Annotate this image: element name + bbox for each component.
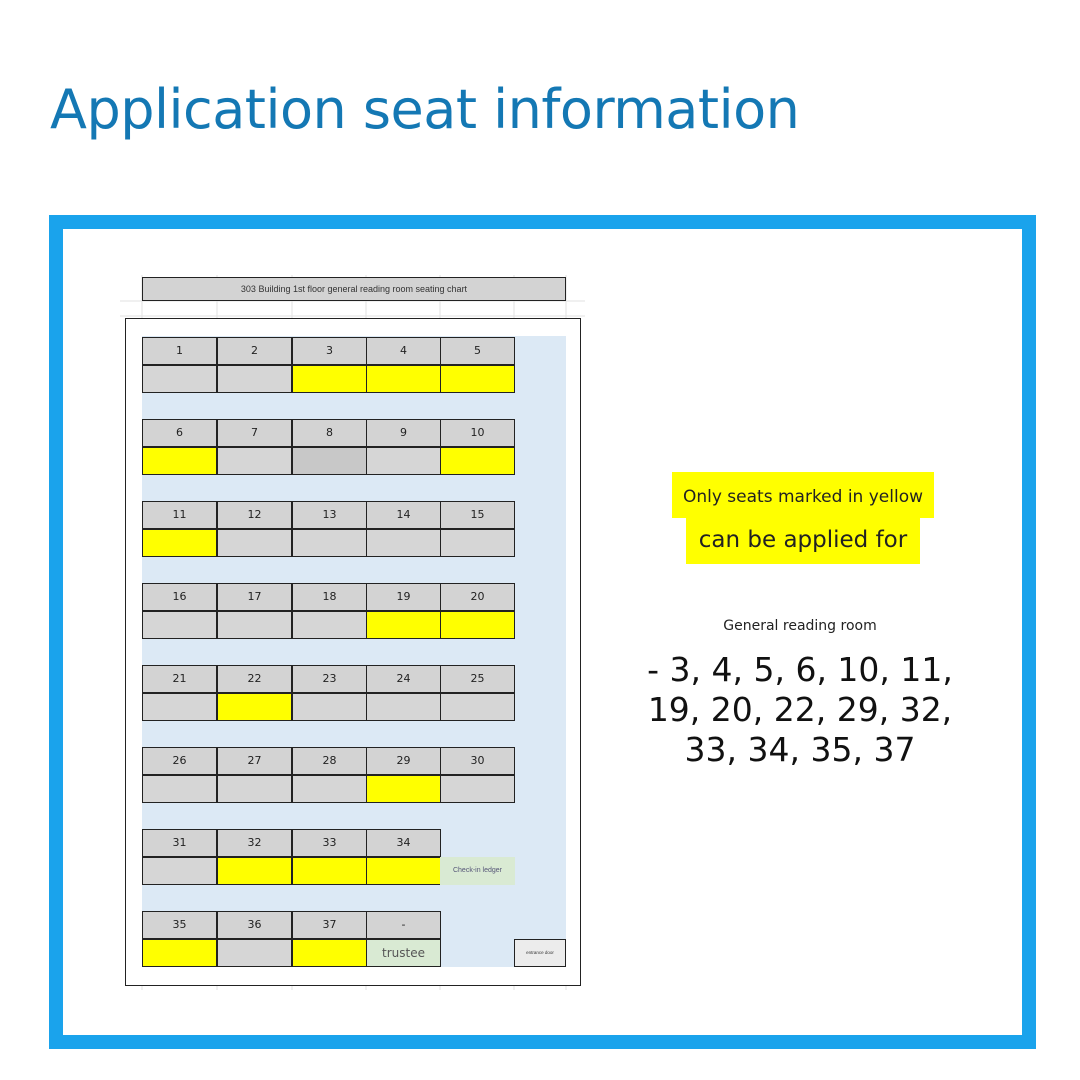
seat-17-unavailable — [217, 611, 292, 639]
seat-30-unavailable — [440, 775, 515, 803]
seat-number-25: 25 — [440, 665, 515, 693]
seat-list-line: 33, 34, 35, 37 — [684, 730, 916, 769]
seat-number-21: 21 — [142, 665, 217, 693]
seat-number-6: 6 — [142, 419, 217, 447]
seat-26-unavailable — [142, 775, 217, 803]
seat-20-available[interactable] — [440, 611, 515, 639]
seat-23-unavailable — [292, 693, 367, 721]
seat-number-9: 9 — [366, 419, 441, 447]
seat-22-available[interactable] — [217, 693, 292, 721]
seat-list-line: - 3, 4, 5, 6, 10, 11, — [647, 650, 953, 689]
seat-9-unavailable — [366, 447, 441, 475]
room-label: General reading room — [723, 618, 877, 634]
seat-number-33: 33 — [292, 829, 367, 857]
seat-1-unavailable — [142, 365, 217, 393]
seat-number-15: 15 — [440, 501, 515, 529]
seat-number-22: 22 — [217, 665, 292, 693]
seat-number-13: 13 — [292, 501, 367, 529]
seat-number-30: 30 — [440, 747, 515, 775]
yellow-note-line2: can be applied for — [686, 518, 920, 564]
seat-number-37: 37 — [292, 911, 367, 939]
seat-number-12: 12 — [217, 501, 292, 529]
seating-chart-title: 303 Building 1st floor general reading r… — [142, 277, 566, 301]
seating-chart: 303 Building 1st floor general reading r… — [120, 275, 585, 990]
seat-number-35: 35 — [142, 911, 217, 939]
seat-number-18: 18 — [292, 583, 367, 611]
seat-number-7: 7 — [217, 419, 292, 447]
seat-number-27: 27 — [217, 747, 292, 775]
seat-number-5: 5 — [440, 337, 515, 365]
seat-12-unavailable — [217, 529, 292, 557]
seat-6-available[interactable] — [142, 447, 217, 475]
seat-number-24: 24 — [366, 665, 441, 693]
seat-18-unavailable — [292, 611, 367, 639]
seat-15-unavailable — [440, 529, 515, 557]
seat-number-2: 2 — [217, 337, 292, 365]
seat-number-20: 20 — [440, 583, 515, 611]
seat-7-unavailable — [217, 447, 292, 475]
seat-number-8: 8 — [292, 419, 367, 447]
seat-number-32: 32 — [217, 829, 292, 857]
seat-number-3: 3 — [292, 337, 367, 365]
seat-number-11: 11 — [142, 501, 217, 529]
seat-27-unavailable — [217, 775, 292, 803]
seat-14-unavailable — [366, 529, 441, 557]
seat-24-unavailable — [366, 693, 441, 721]
seat-34-available[interactable] — [366, 857, 441, 885]
seat-31-unavailable — [142, 857, 217, 885]
seat-number-14: 14 — [366, 501, 441, 529]
seat-number-trustee: - — [366, 911, 441, 939]
seat-number-34: 34 — [366, 829, 441, 857]
seat-number-28: 28 — [292, 747, 367, 775]
seat-16-unavailable — [142, 611, 217, 639]
seat-number-4: 4 — [366, 337, 441, 365]
seat-36-unavailable — [217, 939, 292, 967]
seat-11-available[interactable] — [142, 529, 217, 557]
yellow-note-line1: Only seats marked in yellow — [672, 472, 934, 518]
seat-5-available[interactable] — [440, 365, 515, 393]
seat-number-16: 16 — [142, 583, 217, 611]
seat-number-29: 29 — [366, 747, 441, 775]
seat-3-available[interactable] — [292, 365, 367, 393]
seat-13-unavailable — [292, 529, 367, 557]
seat-21-unavailable — [142, 693, 217, 721]
seat-4-available[interactable] — [366, 365, 441, 393]
trustee-seat: trustee — [366, 939, 441, 967]
seat-number-23: 23 — [292, 665, 367, 693]
seat-2-unavailable — [217, 365, 292, 393]
page-title: Application seat information — [50, 78, 800, 141]
seat-19-available[interactable] — [366, 611, 441, 639]
seat-35-available[interactable] — [142, 939, 217, 967]
seat-28-unavailable — [292, 775, 367, 803]
seat-number-26: 26 — [142, 747, 217, 775]
seat-number-19: 19 — [366, 583, 441, 611]
seat-8-unavailable — [292, 447, 367, 475]
seat-number-17: 17 — [217, 583, 292, 611]
seat-33-available[interactable] — [292, 857, 367, 885]
seat-number-1: 1 — [142, 337, 217, 365]
seat-37-available[interactable] — [292, 939, 367, 967]
entrance-door: entrance door — [514, 939, 566, 967]
check-in-ledger: Check-in ledger — [440, 857, 515, 885]
seat-number-31: 31 — [142, 829, 217, 857]
seat-25-unavailable — [440, 693, 515, 721]
available-seat-list: - 3, 4, 5, 6, 10, 11, 19, 20, 22, 29, 32… — [640, 650, 960, 770]
seat-10-available[interactable] — [440, 447, 515, 475]
seat-29-available[interactable] — [366, 775, 441, 803]
seat-32-available[interactable] — [217, 857, 292, 885]
seat-number-36: 36 — [217, 911, 292, 939]
seat-number-10: 10 — [440, 419, 515, 447]
seat-list-line: 19, 20, 22, 29, 32, — [647, 690, 953, 729]
